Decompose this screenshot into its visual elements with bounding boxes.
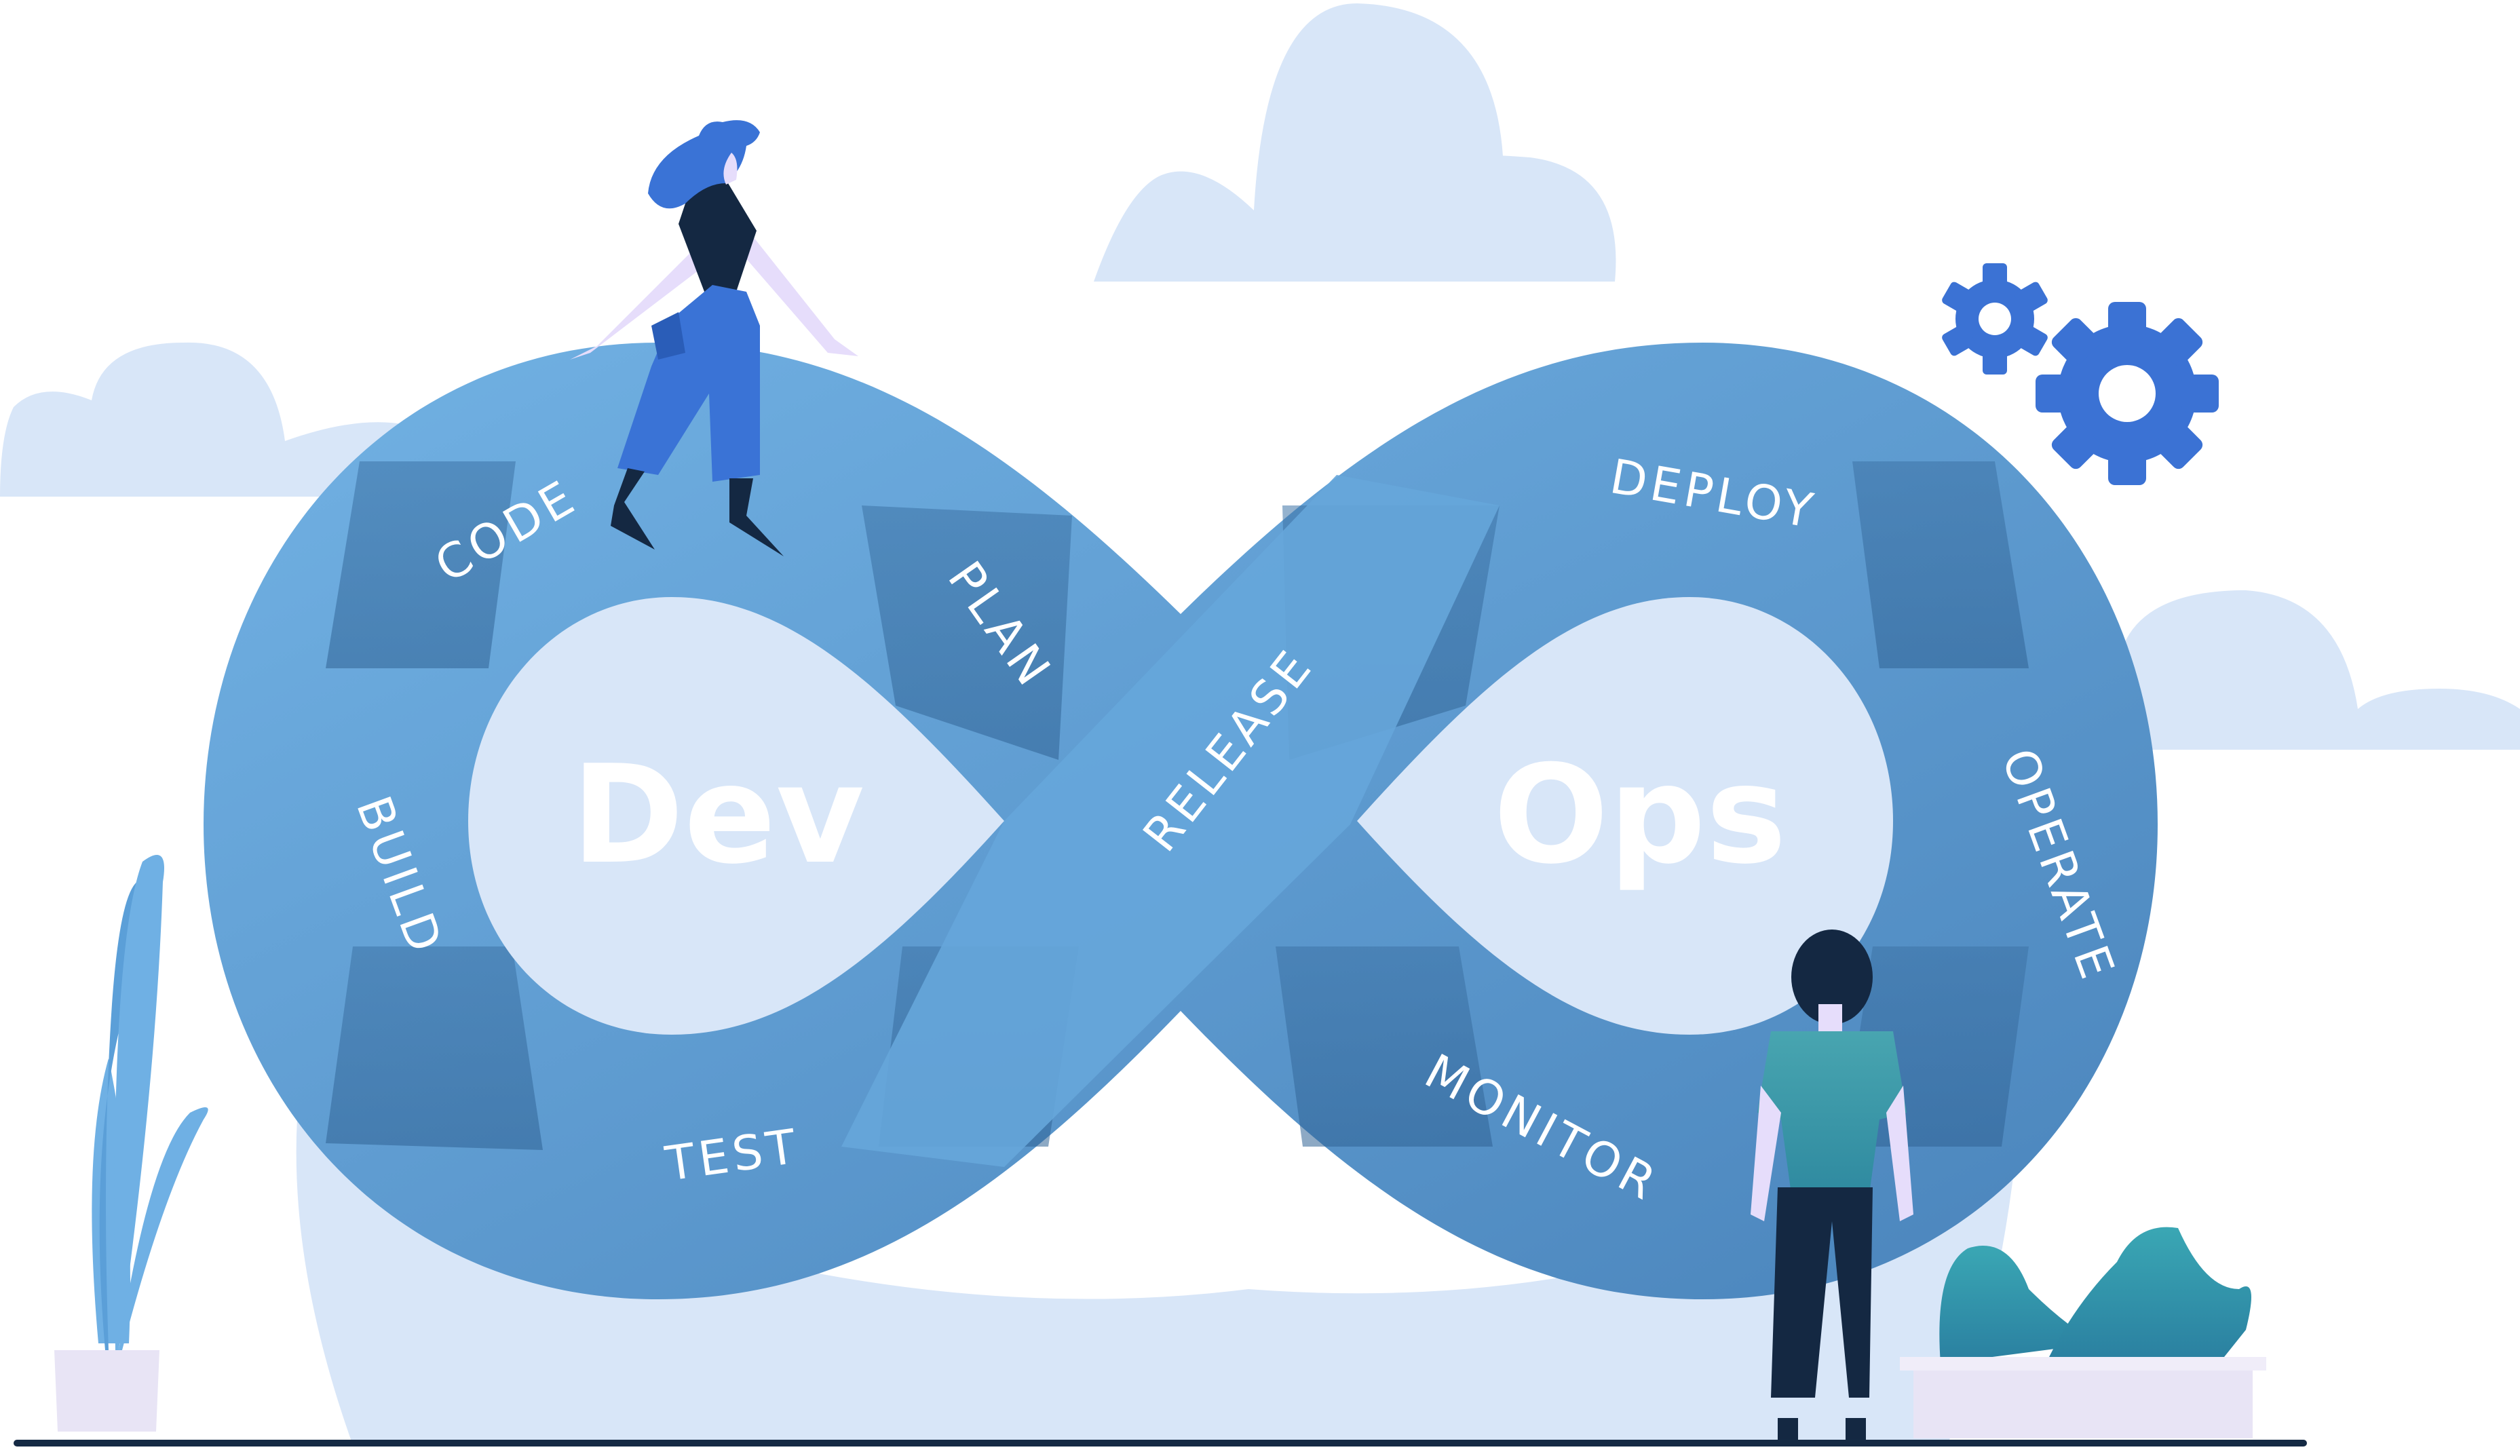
backdrop-blob (296, 1086, 2022, 1445)
floor-line (14, 1440, 2307, 1447)
ops-loop-hole (1357, 597, 1893, 1035)
dev-title: Dev (571, 736, 864, 894)
infinity-loop (204, 343, 2158, 1299)
cloud-left (0, 342, 434, 497)
cloud-top-center (1094, 3, 1616, 282)
background-clouds (0, 3, 2520, 750)
gear-icon (1942, 263, 2048, 375)
release-crossing-band (841, 475, 1500, 1167)
bush-planter (1900, 1227, 2266, 1438)
potted-plant (54, 855, 208, 1432)
person-sitting (570, 120, 858, 556)
cloud-right (2124, 590, 2520, 750)
ops-title: Ops (1493, 736, 1787, 894)
gear-icon-large (2036, 302, 2219, 485)
dev-loop-hole (468, 597, 1004, 1035)
person-standing (1751, 930, 1913, 1445)
